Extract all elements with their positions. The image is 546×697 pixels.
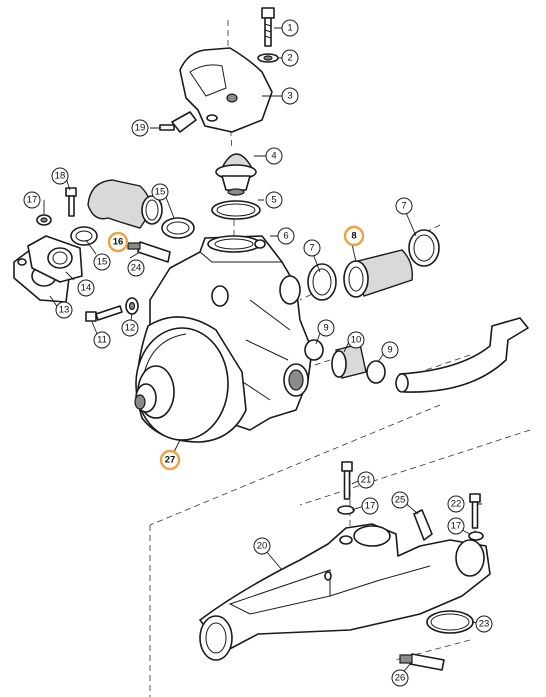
callout-label-16: 16	[113, 237, 124, 248]
callout-label-17-right: 17	[451, 521, 462, 532]
gasket-ring-part-6-upper	[211, 200, 261, 220]
sensor-part-25	[413, 509, 433, 541]
pump-pulley-hub-part-27	[134, 316, 247, 443]
bolt-part-11	[85, 305, 123, 322]
callout-label-2: 2	[287, 53, 292, 64]
callout-3: 3	[281, 87, 299, 105]
hose-clamp-part-9-right	[366, 360, 386, 384]
hose-clamp-part-15-lower	[70, 226, 98, 246]
hose-clamp-part-7-right	[408, 229, 440, 267]
hose-clamp-part-15-upper	[161, 217, 195, 239]
callout-label-4: 4	[271, 151, 276, 162]
callout-6-lower: 6	[277, 227, 295, 245]
callout-label-20: 20	[257, 541, 268, 552]
callout-23: 23	[475, 615, 493, 633]
bolt-part-1	[261, 7, 275, 47]
manifold-bolt-part-21	[341, 461, 353, 500]
washer-part-17-right	[468, 531, 484, 541]
callout-17-center: 17	[361, 497, 379, 515]
callout-25: 25	[391, 491, 409, 509]
callout-label-3: 3	[287, 91, 292, 102]
callout-label-17-left: 17	[27, 195, 38, 206]
callout-label-8: 8	[351, 231, 356, 242]
temperature-sensor-part-24	[127, 241, 171, 263]
callout-24: 24	[127, 259, 145, 277]
callout-label-26: 26	[395, 673, 406, 684]
callout-11: 11	[93, 331, 111, 349]
hose-clamp-part-7-left	[307, 263, 337, 301]
callout-2: 2	[281, 49, 299, 67]
callout-label-19: 19	[135, 123, 146, 134]
callout-label-25: 25	[395, 495, 406, 506]
callout-7-left: 7	[303, 239, 321, 257]
washer-part-2	[257, 53, 279, 63]
assembly-guide-lines	[149, 20, 531, 697]
callout-9-left: 9	[317, 319, 335, 337]
callout-label-23: 23	[479, 619, 490, 630]
callout-21: 21	[357, 471, 375, 489]
callout-label-6-lower: 6	[283, 231, 288, 242]
callout-label-24: 24	[131, 263, 142, 274]
callout-label-18: 18	[55, 171, 66, 182]
hose-part-10	[331, 343, 367, 379]
callout-label-27: 27	[165, 455, 176, 466]
callout-label-15-upper: 15	[155, 187, 166, 198]
callout-label-11: 11	[97, 335, 107, 346]
coolant-manifold-part-20	[199, 523, 491, 661]
washer-part-17-left	[36, 214, 52, 226]
callout-18: 18	[51, 167, 69, 185]
callout-17-right: 17	[447, 517, 465, 535]
callout-16: 16	[107, 231, 129, 253]
callout-5: 5	[265, 191, 283, 209]
callout-15-lower: 15	[93, 253, 111, 271]
callout-7-right: 7	[395, 197, 413, 215]
callout-label-1: 1	[287, 23, 292, 34]
callout-10: 10	[347, 331, 365, 349]
hose-elbow	[87, 179, 163, 229]
callout-26: 26	[391, 669, 409, 687]
callout-17-left: 17	[23, 191, 41, 209]
callout-4: 4	[265, 147, 283, 165]
callout-label-22: 22	[451, 499, 462, 510]
callout-22: 22	[447, 495, 465, 513]
sensor-part-26	[399, 653, 445, 671]
callout-label-15-lower: 15	[97, 257, 108, 268]
callout-label-10: 10	[351, 335, 362, 346]
thermostat-housing-part-3	[179, 47, 273, 133]
callout-label-17-center: 17	[365, 501, 376, 512]
callout-label-12: 12	[125, 323, 136, 334]
callout-label-13: 13	[59, 305, 70, 316]
callout-27: 27	[159, 449, 181, 471]
hose-clamp-part-9-left	[304, 339, 324, 361]
callout-label-9-right: 9	[387, 345, 392, 356]
callout-label-21: 21	[361, 475, 372, 486]
callout-label-9-left: 9	[323, 323, 328, 334]
callout-19: 19	[131, 119, 149, 137]
bolt-part-18	[65, 187, 77, 217]
callout-label-5: 5	[271, 195, 276, 206]
o-ring-part-23	[426, 610, 474, 634]
callout-label-7-left: 7	[309, 243, 314, 254]
callout-9-right: 9	[381, 341, 399, 359]
hose-part-8	[343, 249, 413, 298]
callout-12: 12	[121, 319, 139, 337]
callout-20: 20	[253, 537, 271, 555]
callout-label-14: 14	[81, 283, 92, 294]
coolant-pipe	[395, 317, 529, 393]
callout-8: 8	[343, 225, 365, 247]
callout-1: 1	[281, 19, 299, 37]
callout-14: 14	[77, 279, 95, 297]
thermostat-part-4	[215, 153, 257, 196]
callout-15-upper: 15	[151, 183, 169, 201]
callout-label-7-right: 7	[401, 201, 406, 212]
washer-part-12	[125, 297, 139, 315]
bolt-part-22	[469, 493, 481, 529]
callout-13: 13	[55, 301, 73, 319]
flange-part-14	[27, 235, 83, 283]
washer-part-17-center	[337, 505, 355, 515]
sensor-part-19	[159, 111, 197, 133]
